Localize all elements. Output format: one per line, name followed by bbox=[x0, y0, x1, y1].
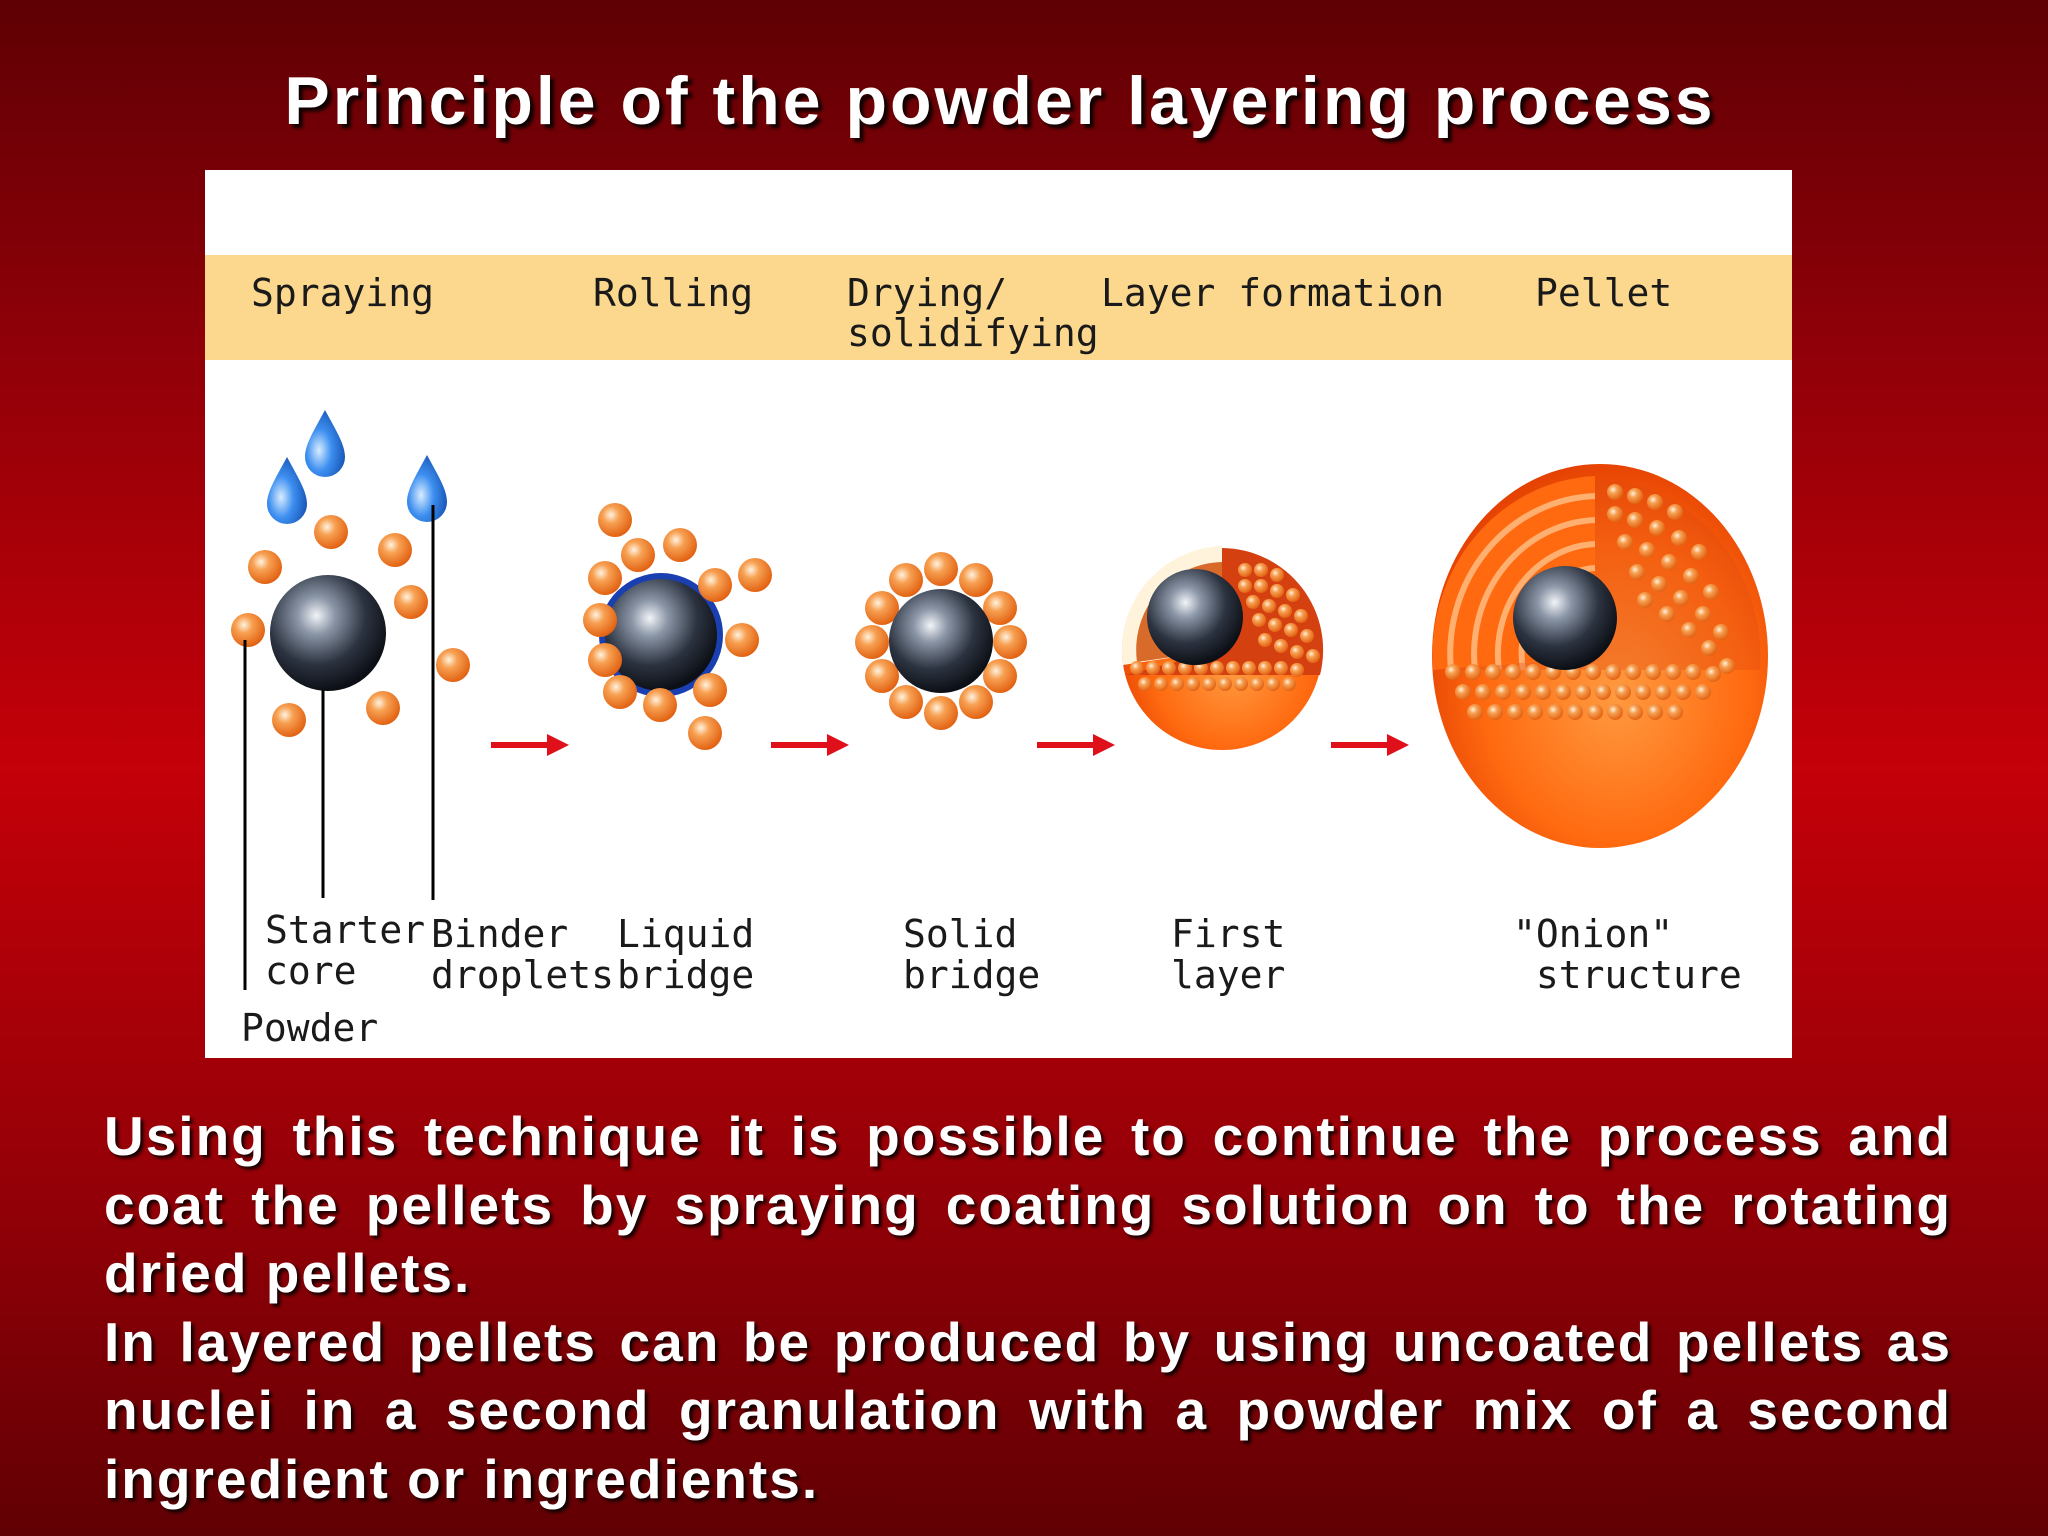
pointer-lines bbox=[243, 505, 435, 990]
starter-core bbox=[1147, 569, 1243, 665]
first-layer-illustration bbox=[1121, 546, 1324, 750]
label-solid-bridge: Solid bridge bbox=[903, 912, 1041, 997]
drying-illustration bbox=[855, 552, 1027, 730]
starter-core bbox=[889, 589, 993, 693]
label-powder: Powder bbox=[241, 1006, 379, 1050]
powder-particles bbox=[855, 552, 1027, 730]
starter-core bbox=[1513, 566, 1617, 670]
binder-droplet bbox=[267, 457, 307, 524]
stage-drying: Drying/ solidifying bbox=[847, 271, 1099, 355]
binder-droplet bbox=[305, 410, 345, 477]
label-starter-core: Starter core bbox=[265, 908, 426, 993]
process-illustration bbox=[231, 410, 1768, 990]
process-arrow bbox=[771, 734, 849, 756]
stage-spraying: Spraying bbox=[251, 271, 435, 315]
stage-layer-formation: Layer formation bbox=[1101, 271, 1445, 315]
paragraph-1: Using this technique it is possible to c… bbox=[104, 1105, 1952, 1304]
stage-rolling: Rolling bbox=[593, 271, 754, 315]
label-binder-droplets: Binder droplets bbox=[431, 912, 615, 997]
binder-droplet bbox=[407, 455, 447, 522]
starter-core bbox=[605, 579, 717, 691]
powder-particles bbox=[583, 503, 772, 750]
layer-beads bbox=[1445, 484, 1735, 720]
process-arrow bbox=[1331, 734, 1409, 756]
stage-pellet: Pellet bbox=[1535, 271, 1673, 315]
spraying-illustration bbox=[231, 410, 470, 990]
diagram-panel: Spraying Rolling Drying/ solidifying Lay… bbox=[205, 170, 1792, 1058]
slide-title: Principle of the powder layering process bbox=[284, 63, 1716, 139]
layer-beads bbox=[1130, 563, 1320, 691]
label-liquid-bridge: Liquid bridge bbox=[617, 912, 755, 997]
process-arrow bbox=[491, 734, 569, 756]
powder-particles bbox=[231, 515, 470, 737]
label-first-layer: First layer bbox=[1171, 912, 1286, 997]
body-text: Using this technique it is possible to c… bbox=[104, 1102, 1952, 1513]
rolling-illustration bbox=[583, 503, 772, 750]
label-onion-structure: "Onion" structure bbox=[1513, 912, 1742, 997]
starter-core bbox=[270, 575, 386, 691]
stage-header-band: Spraying Rolling Drying/ solidifying Lay… bbox=[205, 255, 1792, 360]
pellet-illustration bbox=[1432, 464, 1768, 848]
paragraph-2: In layered pellets can be produced by us… bbox=[104, 1310, 1952, 1510]
process-arrow bbox=[1037, 734, 1115, 756]
